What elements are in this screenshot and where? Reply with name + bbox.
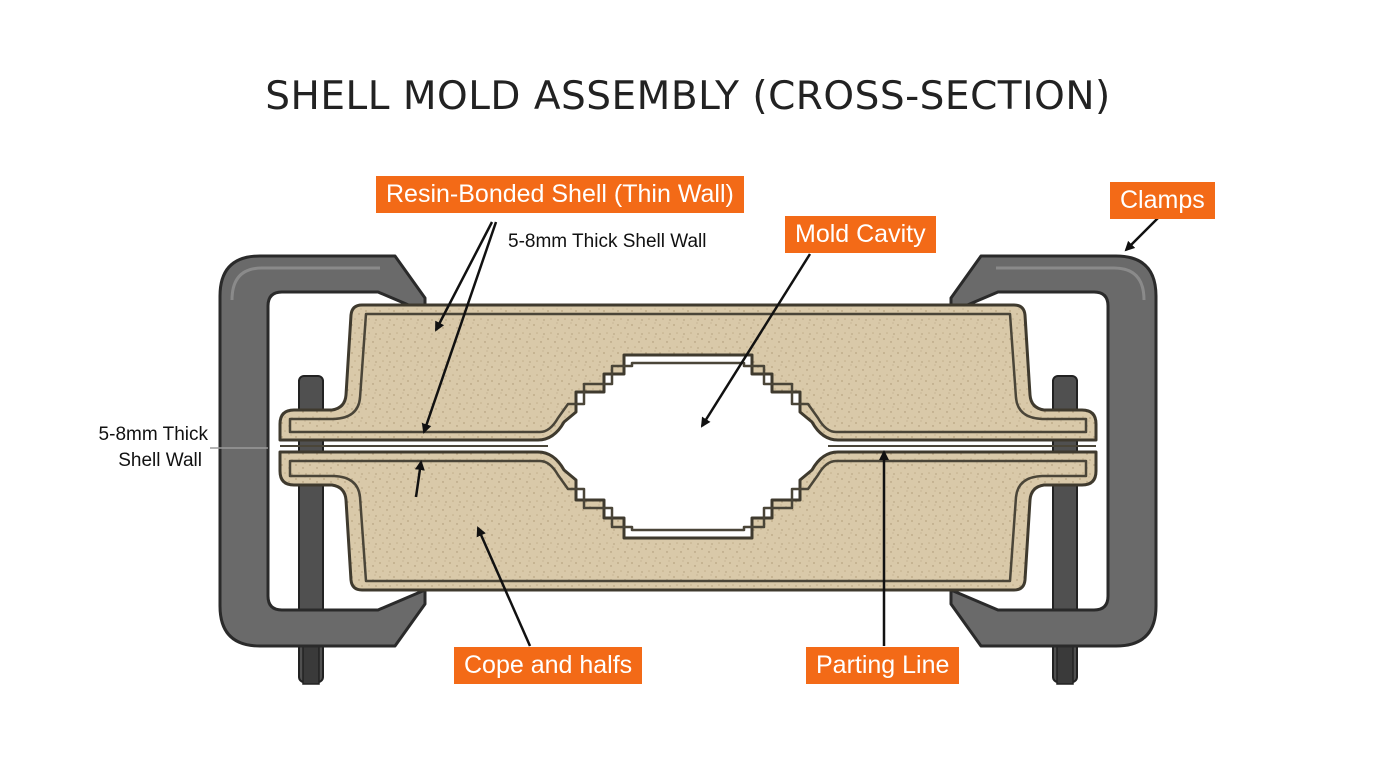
cope-arrow [476,526,532,647]
thickness-arrow [414,460,425,498]
clamps-arrow [1124,217,1159,252]
cope-half [278,303,1098,442]
shell-arrow-upper [434,221,494,332]
label-parting-line: Parting Line [806,647,960,684]
drag-half [278,450,1098,592]
label-clamps: Clamps [1110,182,1215,219]
right-clamp [949,254,1158,648]
label-cope-and-halfs: Cope and halfs [454,647,643,684]
shell-arrow-lower [421,221,498,434]
callout-arrows [414,217,1159,647]
note-thickness-left-line2: Shell Wall [118,450,202,471]
note-thickness-left-line1: 5-8mm Thick [98,424,208,445]
diagram-title: SHELL MOLD ASSEMBLY (CROSS-SECTION) [265,74,1111,119]
label-mold-cavity: Mold Cavity [785,216,936,253]
cavity-arrow [700,253,812,428]
label-resin-bonded-shell: Resin-Bonded Shell (Thin Wall) [376,176,744,213]
left-clamp [218,254,427,648]
note-thickness-top: 5-8mm Thick Shell Wall [508,231,707,252]
